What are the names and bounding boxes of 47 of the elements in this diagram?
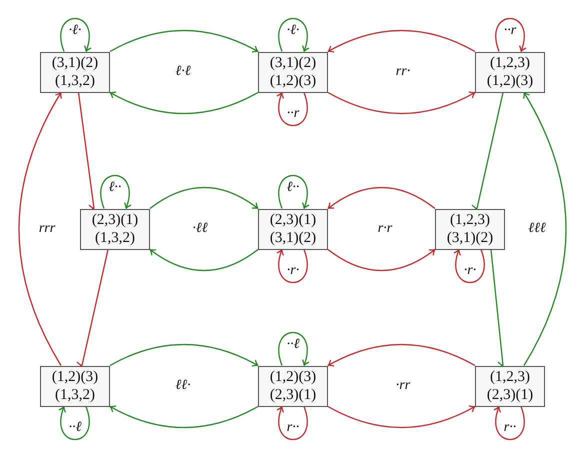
state-box <box>475 366 545 406</box>
state-box <box>40 366 110 406</box>
transition-label: ·ℓℓ <box>192 221 208 237</box>
state-box <box>258 366 328 406</box>
cycle-notation: (1,2,3) <box>490 54 530 72</box>
cycle-notation: (1,2)(3) <box>52 368 98 386</box>
edge-label: ·ℓ· <box>286 22 300 38</box>
cycle-notation: (2,3)(1) <box>92 211 138 229</box>
cycle-notation: (1,2)(3) <box>486 72 534 90</box>
edge-label: r·· <box>504 420 516 436</box>
transition-label: ℓℓℓ <box>528 221 546 237</box>
edge-label: ··ℓ <box>286 336 300 352</box>
cycle-notation: (1,2,3) <box>490 368 530 386</box>
cycle-notation: (3,1)(2) <box>270 229 316 247</box>
edge-label: ℓ·· <box>286 180 300 196</box>
state-box <box>258 52 328 92</box>
state-box <box>475 52 545 92</box>
state-box <box>435 208 505 250</box>
edge-label: r·· <box>286 420 300 436</box>
cycle-notation: (3,1)(2) <box>446 229 494 247</box>
cycle-notation: (2,3)(1) <box>486 386 534 404</box>
cycle-notation: (3,1)(2) <box>52 54 98 72</box>
transition-label: r·r <box>378 221 392 237</box>
cycle-notation: (2,3)(1) <box>270 211 316 229</box>
cycle-notation: (1,2)(3) <box>270 72 316 90</box>
cycle-notation: (1,3,2) <box>55 72 95 90</box>
edge-label: ·r· <box>286 262 300 278</box>
edge-label: ·r· <box>464 262 476 278</box>
cycle-notation: (1,3,2) <box>55 386 95 404</box>
transition-label: ·rr <box>396 378 410 394</box>
transition-label: ℓ·ℓ <box>175 64 191 80</box>
transition-label: rrr <box>38 221 56 237</box>
edge-label: ··r <box>504 22 516 38</box>
edge-label: ℓ·· <box>108 180 122 196</box>
edge-label: ·ℓ· <box>68 22 82 38</box>
cycle-notation: (1,3,2) <box>95 229 135 247</box>
state-box <box>258 208 328 250</box>
edge-label: ··r <box>286 106 300 122</box>
transition-label: ℓℓ· <box>175 378 191 394</box>
cycle-notation: (1,2)(3) <box>270 368 316 386</box>
state-box <box>40 52 110 92</box>
edge-label: ··ℓ <box>68 420 82 436</box>
cycle-notation: (2,3)(1) <box>270 386 316 404</box>
state-box <box>80 208 150 250</box>
transition-label: rr· <box>396 64 410 80</box>
cycle-notation: (1,2,3) <box>450 211 490 229</box>
cycle-notation: (3,1)(2) <box>270 54 316 72</box>
